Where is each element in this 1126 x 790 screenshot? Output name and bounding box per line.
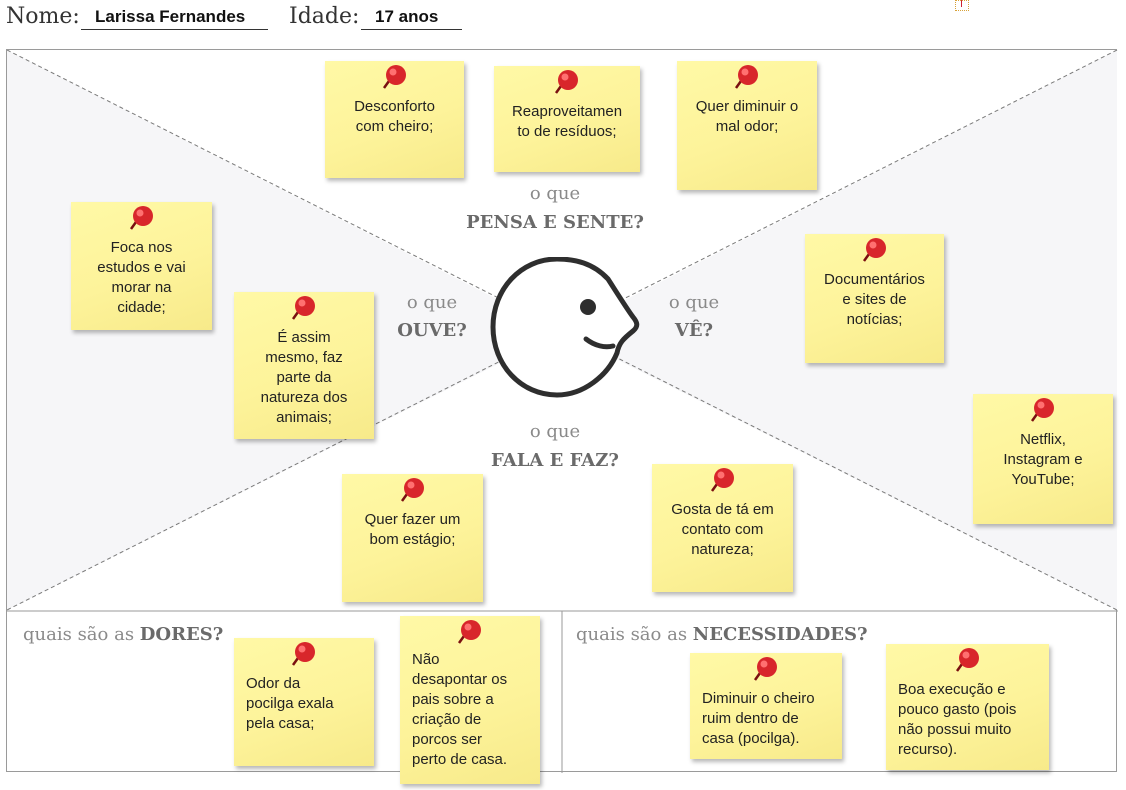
note-text: Reaproveitamen to de resíduos; <box>511 103 623 140</box>
pushpin-icon <box>457 620 481 644</box>
pushpin-icon <box>129 206 153 230</box>
note-necessidades-1[interactable]: Diminuir o cheiro ruim dentro de casa (p… <box>690 653 842 759</box>
note-text: Odor da pocilga exala pela casa; <box>246 675 334 732</box>
nome-field[interactable]: Larissa Fernandes <box>81 6 268 30</box>
diagonal-divider-2 <box>7 50 1118 611</box>
pushpin-icon <box>955 648 979 672</box>
fala-label-big: FALA E FAZ? <box>491 450 619 471</box>
nome-label: Nome: <box>6 4 80 29</box>
necessidades-prefix: quais são as <box>576 624 688 645</box>
dores-prefix: quais são as <box>23 624 135 645</box>
necessidades-heading: quais são as NECESSIDADES? <box>576 624 868 645</box>
note-text: Foca nos estudos e vai morar na cidade; <box>97 239 186 316</box>
dores-word: DORES? <box>139 624 224 645</box>
note-ve-1[interactable]: Documentários e sites de notícias; <box>805 234 944 363</box>
note-text: Netflix, Instagram e YouTube; <box>1003 431 1083 488</box>
note-text: Quer diminuir o mal odor; <box>695 98 799 135</box>
fala-label-small: o que <box>529 421 581 442</box>
note-text: Desconforto com cheiro; <box>354 98 435 135</box>
pushpin-icon <box>734 65 758 89</box>
note-text: Gosta de tá em contato com natureza; <box>671 501 774 558</box>
note-text: Quer fazer um bom estágio; <box>364 511 461 548</box>
idade-label: Idade: <box>289 4 360 29</box>
note-text: Não desapontar os pais sobre a criação d… <box>412 651 508 768</box>
pushpin-icon <box>382 65 406 89</box>
pushpin-icon <box>862 238 886 262</box>
pushpin-icon <box>291 642 315 666</box>
dores-heading: quais são as DORES? <box>23 624 223 645</box>
profile-face-icon <box>490 257 640 398</box>
pushpin-icon <box>554 70 578 94</box>
ve-label-small: o que <box>668 292 720 313</box>
note-necessidades-2[interactable]: Boa execução e pouco gasto (pois não pos… <box>886 644 1049 770</box>
pushpin-icon <box>753 657 777 681</box>
note-dores-2[interactable]: Não desapontar os pais sobre a criação d… <box>400 616 540 784</box>
pushpin-icon <box>710 468 734 492</box>
idade-field[interactable]: 17 anos <box>361 6 462 30</box>
note-pensa-2[interactable]: Reaproveitamen to de resíduos; <box>494 66 640 172</box>
note-text: Diminuir o cheiro ruim dentro de casa (p… <box>702 690 815 747</box>
note-text: É assim mesmo, faz parte da natureza dos… <box>260 329 348 426</box>
note-ve-2[interactable]: Netflix, Instagram e YouTube; <box>973 394 1113 524</box>
note-pensa-1[interactable]: Desconforto com cheiro; <box>325 61 464 178</box>
pushpin-icon <box>291 296 315 320</box>
note-fala-1[interactable]: Quer fazer um bom estágio; <box>342 474 483 602</box>
note-pensa-3[interactable]: Quer diminuir o mal odor; <box>677 61 817 190</box>
ouve-label-small: o que <box>406 292 458 313</box>
pensa-label-big: PENSA E SENTE? <box>466 212 644 233</box>
corner-marker-icon <box>955 0 969 11</box>
note-fala-2[interactable]: Gosta de tá em contato com natureza; <box>652 464 793 592</box>
note-dores-1[interactable]: Odor da pocilga exala pela casa; <box>234 638 374 766</box>
ouve-label-big: OUVE? <box>397 320 467 341</box>
necessidades-word: NECESSIDADES? <box>692 624 868 645</box>
note-text: Documentários e sites de notícias; <box>824 271 925 328</box>
note-text: Boa execução e pouco gasto (pois não pos… <box>898 681 1017 758</box>
note-ouve-2[interactable]: É assim mesmo, faz parte da natureza dos… <box>234 292 374 439</box>
pushpin-icon <box>400 478 424 502</box>
pensa-label-small: o que <box>529 183 581 204</box>
diagonal-divider-1 <box>7 50 1118 611</box>
pushpin-icon <box>1030 398 1054 422</box>
ve-label-big: VÊ? <box>674 320 714 341</box>
note-ouve-1[interactable]: Foca nos estudos e vai morar na cidade; <box>71 202 212 330</box>
